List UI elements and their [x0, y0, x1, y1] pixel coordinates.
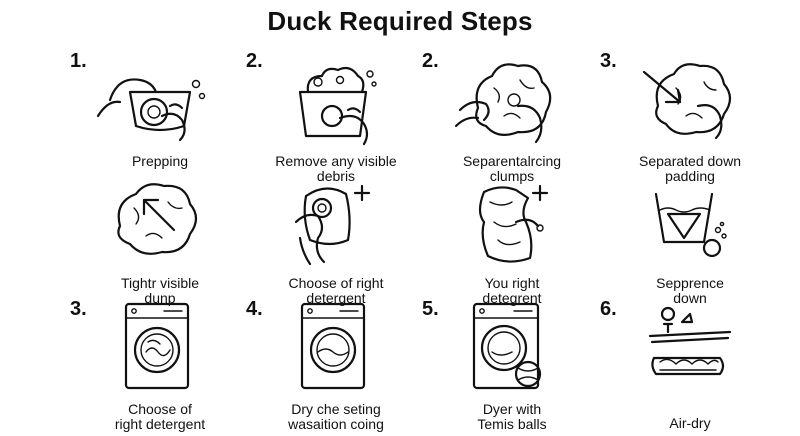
- step-label: Dyer with Temis balls: [477, 401, 547, 432]
- garment-plus-icon: [478, 184, 549, 263]
- step-card: 3. Choose of right detergent: [70, 298, 250, 432]
- step-number: 6.: [600, 298, 617, 320]
- step-card: Tightr visible dunp: [70, 174, 250, 306]
- step-card: Choose of right detergent: [246, 174, 426, 306]
- page-title: Duck Required Steps: [267, 6, 533, 36]
- step-card: 6. Air-dry: [600, 298, 780, 431]
- down-cluster-hands-icon: [454, 63, 552, 144]
- down-cluster-arrow-icon: [642, 63, 732, 140]
- step-label: Choose of right detergent: [114, 401, 206, 432]
- step-card: 2. Remove any visible debris: [246, 50, 426, 184]
- wash-tub-symbol-icon: [654, 192, 727, 258]
- step-number: 1.: [70, 50, 87, 72]
- step-card: 2. Separentalrcing clumps: [422, 50, 602, 184]
- step-number: 3.: [70, 298, 87, 320]
- air-dry-icon: [648, 306, 732, 376]
- dryer-tennis-ball-icon: [472, 302, 542, 390]
- step-number: 4.: [246, 298, 263, 320]
- step-label: Separated down padding: [639, 153, 741, 184]
- washing-machine-icon: [124, 302, 190, 390]
- detergent-hand-icon: [294, 184, 371, 266]
- step-label: Dry che seting wasaition coing: [288, 401, 384, 432]
- wash-basin-icon: [298, 66, 377, 146]
- step-label: Sepprence down: [656, 275, 724, 306]
- step-label: Remove any visible debris: [275, 153, 397, 184]
- step-card: 4. Dry che seting wasaition coing: [246, 298, 426, 432]
- step-number: 2.: [422, 50, 439, 72]
- step-label: Separentalrcing clumps: [462, 153, 562, 184]
- step-number: 3.: [600, 50, 617, 72]
- step-card: You right detegrent: [422, 174, 602, 306]
- step-number: 2.: [246, 50, 263, 72]
- washing-machine-icon: [300, 302, 366, 390]
- step-card: 3. Separated down padding: [600, 50, 780, 184]
- step-label: Tightr visible dunp: [120, 275, 200, 306]
- step-card: 1. Prepping: [70, 50, 250, 174]
- step-label: You right detegrent: [482, 275, 542, 306]
- step-card: Sepprence down: [600, 174, 780, 306]
- step-card: 5. Dyer with Temis balls: [422, 298, 602, 432]
- washbowl-hands-icon: [96, 78, 206, 142]
- step-label: Prepping: [131, 153, 189, 169]
- step-number: 5.: [422, 298, 439, 320]
- down-cluster-arrow-icon: [117, 183, 198, 255]
- step-label: Choose of right detergent: [288, 275, 384, 306]
- step-label: Air-dry: [669, 415, 711, 431]
- steps-grid: 1. Prepping 2. R: [0, 44, 800, 436]
